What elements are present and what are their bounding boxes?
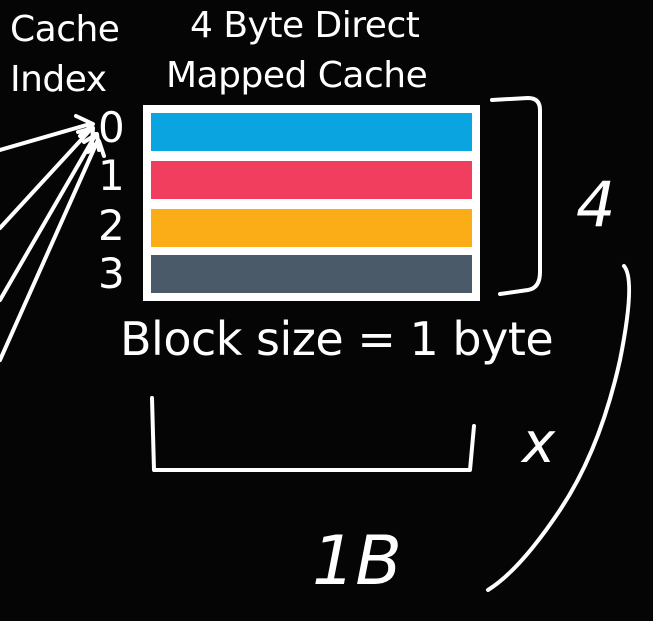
- row-index-1: 1: [98, 151, 125, 200]
- curve-stroke: [486, 264, 632, 592]
- arrow-line: [0, 126, 94, 230]
- times-annotation: x: [520, 411, 556, 476]
- rows-count-annotation: 4: [576, 168, 615, 241]
- cache-line-3: [151, 255, 472, 293]
- cache-title-line1: 4 Byte Direct: [190, 5, 420, 46]
- rows-bracket: [490, 96, 542, 296]
- arrow-line: [0, 122, 92, 152]
- cache-line-0: [151, 113, 472, 151]
- width-bracket: [150, 396, 476, 472]
- cache-line-2: [151, 209, 472, 247]
- row-index-2: 2: [98, 201, 125, 250]
- cache-index-label-line2: Index: [10, 59, 107, 100]
- cache-title-line2: Mapped Cache: [166, 55, 428, 96]
- arrow-line: [0, 138, 100, 362]
- row-index-3: 3: [98, 249, 125, 298]
- arrowhead-icon: [86, 139, 106, 158]
- arrow-line: [0, 132, 98, 302]
- block-size-label: Block size = 1 byte: [120, 312, 554, 366]
- cache-block: [143, 105, 480, 301]
- row-index-0: 0: [98, 103, 125, 152]
- block-bytes-annotation: 1B: [312, 522, 402, 601]
- cache-line-1: [151, 161, 472, 199]
- cache-index-label-line1: Cache: [10, 9, 120, 50]
